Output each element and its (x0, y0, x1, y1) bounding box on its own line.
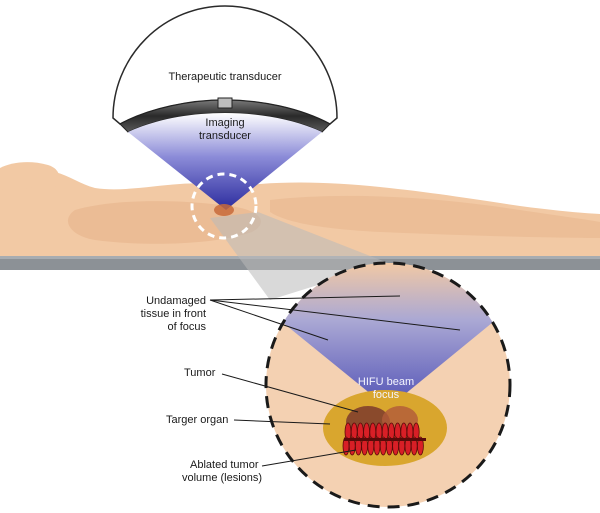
label-target-organ: Targer organ (166, 414, 228, 426)
hifu-beam (128, 113, 322, 210)
ablated-lesions (342, 422, 426, 456)
leader-undamaged-2 (209, 299, 461, 331)
label-tumor: Tumor (184, 367, 216, 379)
lesion-center-line (344, 438, 426, 441)
focus-highlight-circle (190, 172, 258, 240)
label-undamaged-line3: of focus (167, 321, 206, 333)
label-ablated-line1: Ablated tumor (190, 459, 259, 471)
label-imaging-line2: transducer (199, 130, 251, 142)
zoom-view (266, 263, 510, 507)
imaging-transducer (217, 97, 233, 109)
label-therapeutic-transducer: Therapeutic transducer (168, 71, 281, 83)
leader-tumor (221, 373, 359, 413)
leader-undamaged-1 (209, 295, 401, 301)
leader-organ (233, 419, 331, 425)
label-ablated-line2: volume (lesions) (182, 472, 262, 484)
leader-undamaged-3 (209, 299, 329, 341)
lesion-1-12 (416, 436, 424, 456)
zoom-circle (264, 261, 512, 509)
therapeutic-transducer (112, 5, 338, 133)
zoom-connector (210, 212, 388, 300)
label-undamaged-line1: Undamaged (146, 295, 206, 307)
zoom-beam (266, 263, 510, 408)
patient-body (0, 162, 600, 258)
label-imaging-line1: Imaging (205, 117, 244, 129)
small-focus-spot (214, 204, 234, 216)
label-hifu-line1: HIFU beam (358, 376, 414, 388)
leader-lines (209, 295, 461, 467)
label-hifu-line2: focus (373, 389, 400, 401)
label-undamaged-line2: tissue in front (141, 308, 206, 320)
leader-ablated (261, 449, 357, 467)
